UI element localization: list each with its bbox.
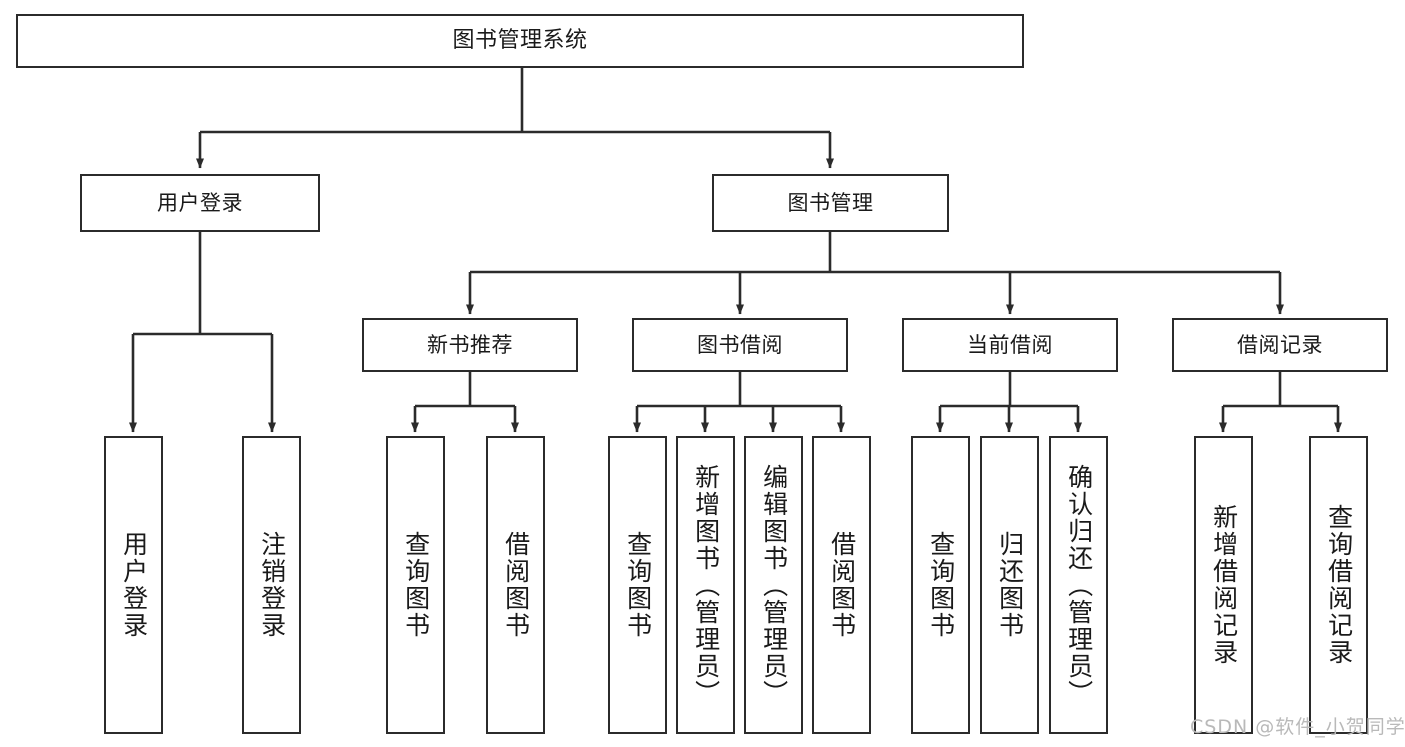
node-label: 借阅记录	[1237, 332, 1323, 357]
leaf-borrow-borrow-book[interactable]: 借阅图书	[812, 436, 871, 734]
leaf-recommend-query-book[interactable]: 查询图书	[386, 436, 445, 734]
node-label: 用户登录	[119, 531, 149, 639]
leaf-borrow-query-book[interactable]: 查询图书	[608, 436, 667, 734]
leaf-record-query-record[interactable]: 查询借阅记录	[1309, 436, 1368, 734]
node-label: 图书管理	[787, 190, 874, 215]
node-new-book-recommend[interactable]: 新书推荐	[362, 318, 578, 372]
node-label: 确认归还（管理员）	[1064, 463, 1094, 707]
leaf-recommend-borrow-book[interactable]: 借阅图书	[486, 436, 545, 734]
node-label: 新增借阅记录	[1209, 504, 1239, 666]
node-book-borrow[interactable]: 图书借阅	[632, 318, 848, 372]
node-label: 借阅图书	[501, 531, 531, 639]
leaf-user-login-logout[interactable]: 注销登录	[242, 436, 301, 734]
node-label: 注销登录	[257, 531, 287, 639]
node-label: 新增图书（管理员）	[691, 463, 721, 707]
leaf-current-query-book[interactable]: 查询图书	[911, 436, 970, 734]
node-label: 当前借阅	[967, 332, 1053, 357]
node-borrow-record[interactable]: 借阅记录	[1172, 318, 1388, 372]
node-label: 归还图书	[995, 531, 1025, 639]
node-label: 查询图书	[926, 531, 956, 639]
node-label: 查询图书	[401, 531, 431, 639]
node-label: 查询图书	[623, 531, 653, 639]
node-root-system[interactable]: 图书管理系统	[16, 14, 1024, 68]
node-label: 新书推荐	[427, 332, 513, 357]
node-current-borrow[interactable]: 当前借阅	[902, 318, 1118, 372]
node-label: 用户登录	[157, 190, 243, 215]
node-book-manage[interactable]: 图书管理	[712, 174, 949, 232]
node-label: 借阅图书	[827, 531, 857, 639]
leaf-borrow-edit-book[interactable]: 编辑图书（管理员）	[744, 436, 803, 734]
node-label: 图书借阅	[697, 332, 783, 357]
node-label: 查询借阅记录	[1324, 504, 1354, 666]
node-label: 图书管理系统	[452, 27, 588, 53]
leaf-record-add-record[interactable]: 新增借阅记录	[1194, 436, 1253, 734]
leaf-current-confirm-return[interactable]: 确认归还（管理员）	[1049, 436, 1108, 734]
node-user-login[interactable]: 用户登录	[80, 174, 320, 232]
leaf-borrow-add-book[interactable]: 新增图书（管理员）	[676, 436, 735, 734]
leaf-current-return-book[interactable]: 归还图书	[980, 436, 1039, 734]
leaf-user-login-login[interactable]: 用户登录	[104, 436, 163, 734]
node-label: 编辑图书（管理员）	[759, 463, 789, 707]
